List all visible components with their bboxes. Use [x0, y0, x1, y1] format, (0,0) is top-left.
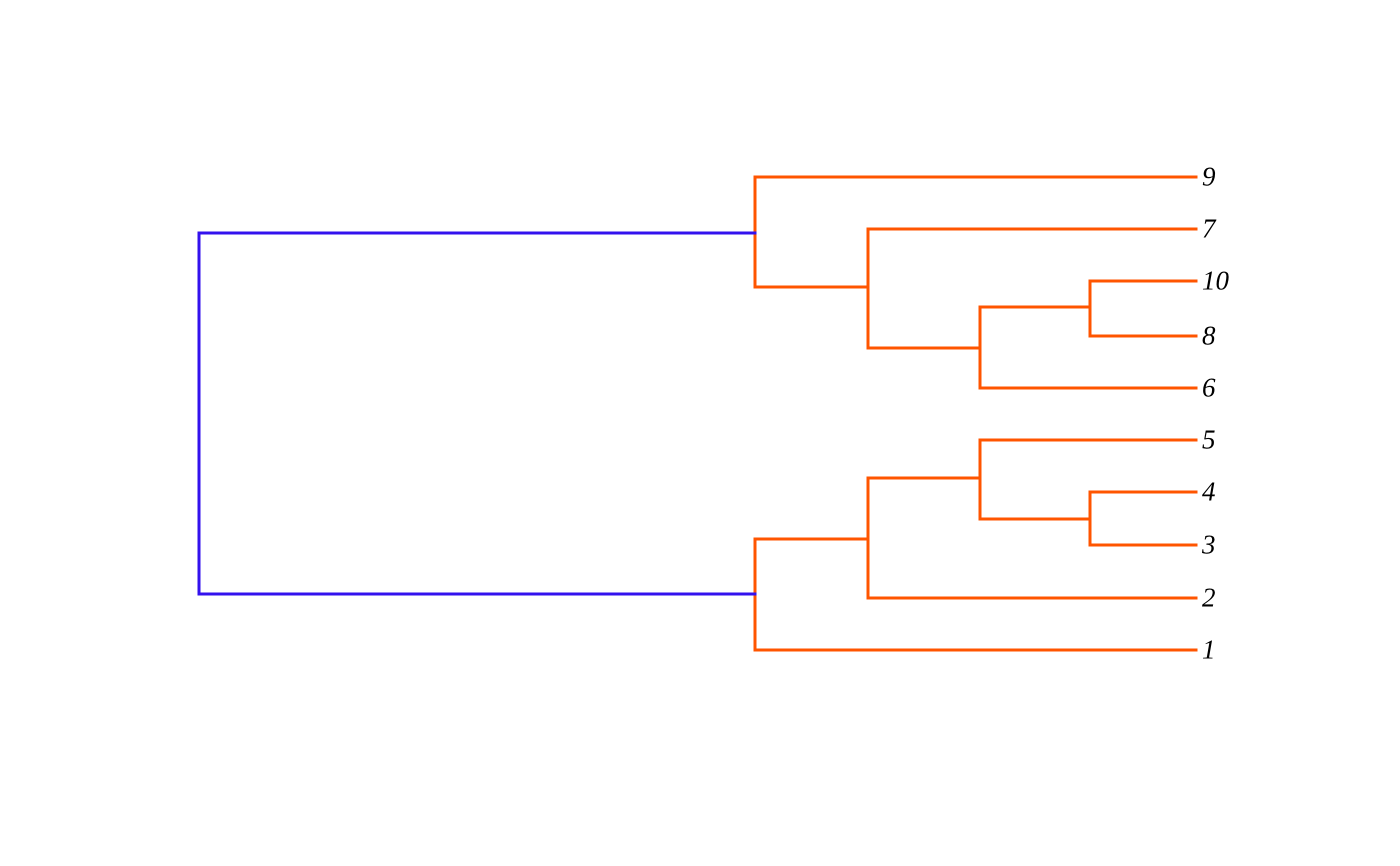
leaf-label-1: 1	[1202, 634, 1216, 665]
merge-connector-group	[197, 231, 1092, 596]
leaf-label-5: 5	[1202, 424, 1216, 455]
leaf-label-4: 4	[1202, 476, 1216, 507]
leaf-label-8: 8	[1202, 320, 1216, 351]
leaf-label-7: 7	[1202, 213, 1216, 244]
leaf-label-2: 2	[1202, 582, 1216, 613]
leaf-label-10: 10	[1202, 265, 1229, 296]
leaf-label-9: 9	[1202, 161, 1216, 192]
leaf-label-3: 3	[1202, 529, 1216, 560]
leaf-label-6: 6	[1202, 372, 1216, 403]
merge-vertical-group	[197, 175, 1092, 652]
leaf-line-group	[753, 175, 1198, 652]
